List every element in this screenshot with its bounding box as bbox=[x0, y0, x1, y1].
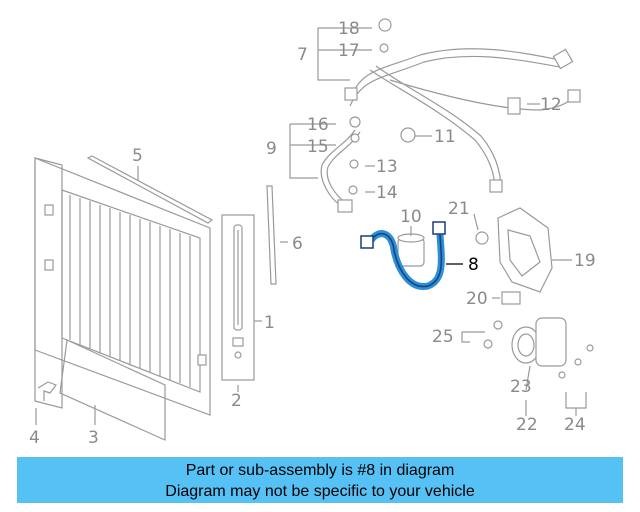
condenser-fins bbox=[69, 195, 191, 387]
small-fittings bbox=[348, 18, 416, 195]
callout-5: 5 bbox=[132, 146, 143, 166]
callout-14: 14 bbox=[376, 183, 398, 203]
callout-15: 15 bbox=[307, 137, 329, 157]
callout-3: 3 bbox=[88, 428, 99, 448]
callout-20: 20 bbox=[466, 289, 488, 309]
highlighted-hose-part-8 bbox=[360, 221, 463, 290]
callout-7: 7 bbox=[297, 45, 308, 65]
callout-23: 23 bbox=[510, 377, 532, 397]
banner-line-1: Part or sub-assembly is #8 in diagram bbox=[185, 462, 455, 479]
callout-22: 22 bbox=[516, 415, 538, 435]
compressor bbox=[475, 231, 594, 379]
callout-11: 11 bbox=[434, 127, 456, 147]
mid-hose-assembly bbox=[320, 87, 361, 213]
callout-13: 13 bbox=[376, 157, 398, 177]
callout-16: 16 bbox=[307, 115, 329, 135]
callout-18: 18 bbox=[338, 19, 360, 39]
callout-4: 4 bbox=[29, 428, 40, 448]
condenser-assembly bbox=[34, 155, 277, 441]
callout-19: 19 bbox=[574, 251, 596, 271]
leader-lines bbox=[35, 27, 587, 425]
callout-9: 9 bbox=[266, 139, 277, 159]
callout-8: 8 bbox=[468, 255, 479, 275]
info-banner: Part or sub-assembly is #8 in diagram Di… bbox=[17, 457, 623, 503]
callout-numbers: 1 2 3 4 5 6 7 8 9 10 11 12 13 14 15 16 1… bbox=[29, 19, 596, 448]
callout-24: 24 bbox=[564, 415, 586, 435]
callout-1: 1 bbox=[264, 313, 275, 333]
callout-10: 10 bbox=[400, 207, 422, 227]
callout-6: 6 bbox=[292, 234, 303, 254]
callout-21: 21 bbox=[448, 199, 470, 219]
bracket-part-19 bbox=[497, 207, 572, 293]
upper-hose-assembly bbox=[349, 48, 581, 193]
receiver-dryer bbox=[221, 214, 262, 381]
callout-12: 12 bbox=[540, 95, 562, 115]
banner-line-2: Diagram may not be specific to your vehi… bbox=[165, 483, 475, 500]
receiver-part-10 bbox=[397, 233, 425, 267]
callout-25: 25 bbox=[432, 327, 454, 347]
callout-17: 17 bbox=[338, 41, 360, 61]
callout-2: 2 bbox=[231, 391, 242, 411]
